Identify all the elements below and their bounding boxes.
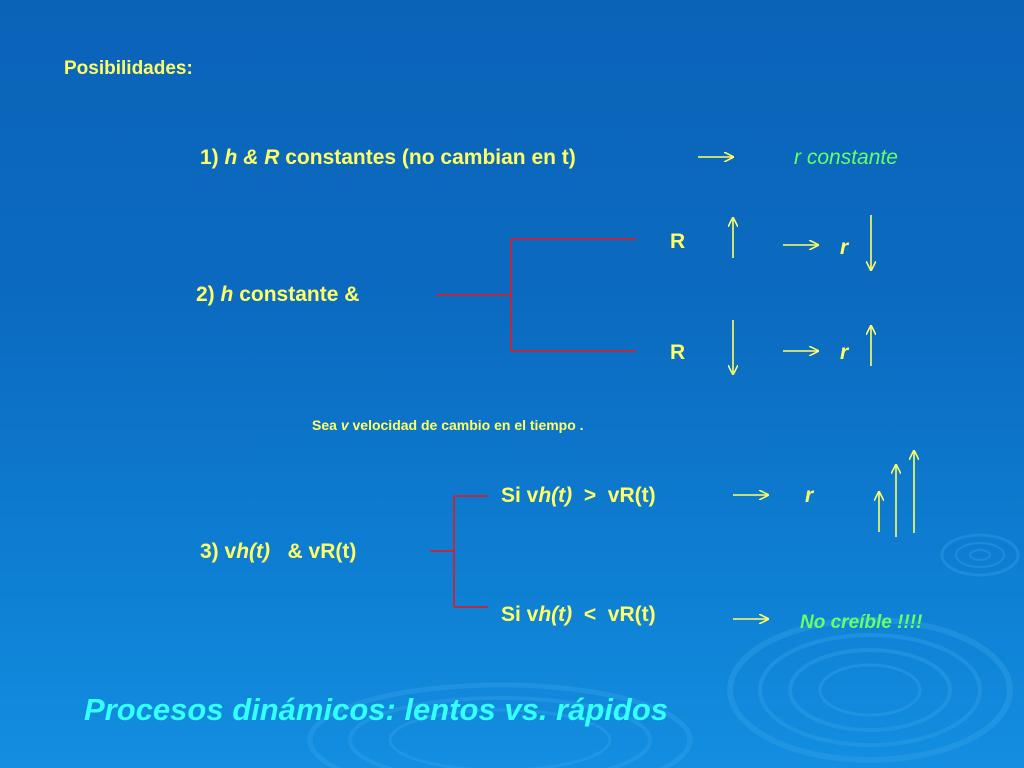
slide-title: Procesos dinámicos: lentos vs. rápidos [84,692,669,727]
case1-result-r: r [794,146,801,169]
case3-bottom-result: No creíble !!!! [800,612,923,633]
case3-bracket [430,495,488,608]
note-text: Sea v velocidad de cambio en el tiempo . [312,418,584,432]
case3-text: 3) vh(t) & vR(t) [200,541,356,562]
note-rest: velocidad de cambio en el tiempo . [352,417,584,433]
case3-top-op: > [583,484,597,507]
case1-h: h [224,146,238,169]
case3-bottom-si: Si v [501,603,539,626]
case1-rest: constantes (no cambian en t) [285,146,576,169]
case2-rest: constante & [239,283,360,306]
case1-text: 1) h & R constantes (no cambian en t) [200,147,576,168]
case1-result-text: constante [806,146,898,169]
case3-bottom-vr: vR(t) [607,603,656,626]
case3-bottom-condition: Si vh(t) < vR(t) [501,604,656,625]
case3-top-condition: Si vh(t) > vR(t) [501,485,656,506]
case2-h: h [220,283,234,306]
case3-bottom-op: < [583,603,597,626]
note-v: v [340,417,349,433]
case2-number: 2) [196,283,215,306]
case2-bottom-R: R [670,341,686,364]
case2-bottom-r: r [840,341,849,364]
case3-top-result: r [805,484,814,507]
case2-text: 2) h constante & [196,284,359,305]
case1-R: R [264,146,280,169]
case3-h: h(t) [236,540,270,563]
case3-rest: & vR(t) [287,540,357,563]
case1-number: 1) [200,146,219,169]
case2-top-R: R [670,230,686,253]
note-prefix: Sea [312,417,337,433]
case2-bracket [436,238,636,352]
case1-amp: & [243,146,259,169]
case3-bottom-h: h(t) [538,603,573,626]
case3-top-si: Si v [501,484,539,507]
case1-result: r constante [794,147,898,168]
case3-top-h: h(t) [538,484,573,507]
case3-number: 3) v [200,540,237,563]
case3-top-vr: vR(t) [607,484,656,507]
heading-posibilidades: Posibilidades: [64,58,193,79]
case2-top-r: r [840,236,849,259]
